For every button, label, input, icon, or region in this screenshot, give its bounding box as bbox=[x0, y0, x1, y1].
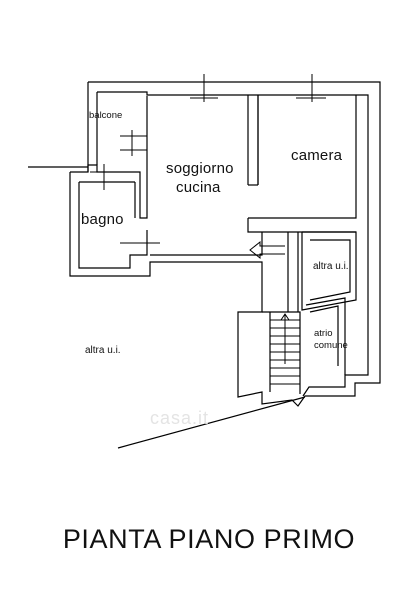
stair-box bbox=[262, 311, 301, 394]
room-label-cucina: cucina bbox=[176, 179, 221, 196]
watermark: casa.it bbox=[150, 408, 210, 428]
page-title: PIANTA PIANO PRIMO bbox=[62, 524, 356, 554]
outer-wall-inner bbox=[97, 91, 369, 397]
atrio-wall bbox=[305, 297, 346, 375]
altra-ui-right bbox=[301, 231, 357, 311]
bagno-inner bbox=[78, 182, 148, 269]
corridor-bottom bbox=[150, 232, 263, 256]
floor-plan bbox=[28, 74, 381, 449]
walls bbox=[28, 81, 381, 449]
entrance-arrow bbox=[249, 240, 285, 260]
stair-treads bbox=[270, 313, 300, 385]
room-label-balcone: balcone bbox=[89, 110, 123, 121]
room-label-comune: comune bbox=[314, 340, 348, 351]
room-label-altra-ui-right: altra u.i. bbox=[313, 261, 349, 272]
outer-wall bbox=[69, 81, 381, 407]
camera-bottom bbox=[248, 95, 357, 219]
windows bbox=[90, 74, 326, 244]
altra-ui-right-inner bbox=[309, 239, 351, 301]
lot-boundary bbox=[117, 396, 306, 449]
atrio-inner bbox=[309, 305, 339, 366]
room-label-soggiorno: soggiorno bbox=[166, 160, 234, 177]
room-label-camera: camera bbox=[291, 147, 343, 164]
room-label-altra-ui-left: altra u.i. bbox=[85, 345, 121, 356]
corridor-top bbox=[247, 218, 356, 233]
room-label-atrio: atrio bbox=[314, 328, 333, 339]
room-label-bagno: bagno bbox=[81, 211, 124, 228]
